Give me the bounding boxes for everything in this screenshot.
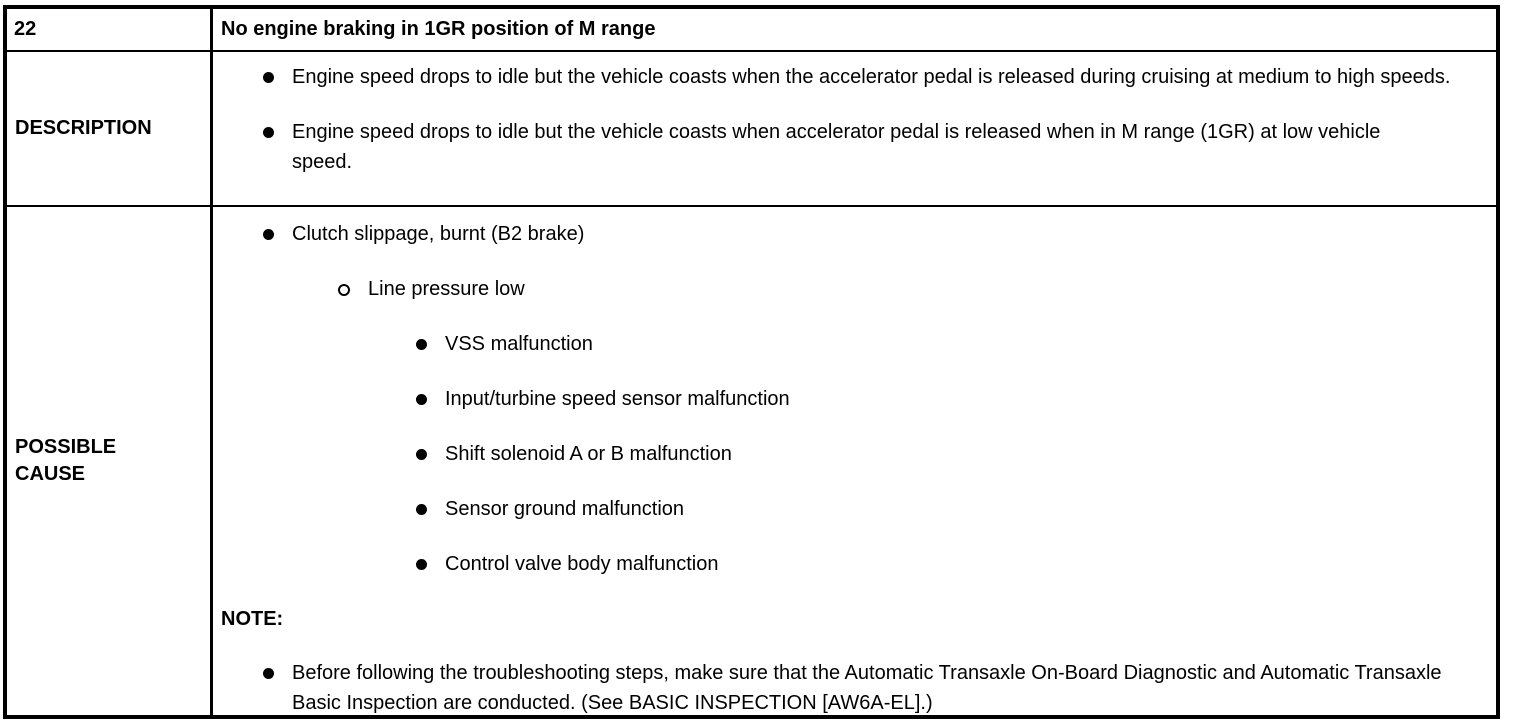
description-label-cell: DESCRIPTION	[7, 52, 213, 207]
bullet-icon	[416, 504, 427, 515]
list-item: Shift solenoid A or B malfunction	[416, 439, 1486, 469]
list-item: Clutch slippage, burnt (B2 brake)	[263, 219, 1486, 249]
possible-cause-content-cell: Clutch slippage, burnt (B2 brake) Line p…	[213, 207, 1496, 715]
list-item: Control valve body malfunction	[416, 549, 1486, 579]
description-label: DESCRIPTION	[15, 117, 152, 139]
bullet-icon	[263, 72, 274, 83]
list-item-text: Sensor ground malfunction	[445, 498, 685, 520]
possible-cause-label: POSSIBLE CAUSE	[15, 436, 117, 485]
list-item-text: Before following the troubleshooting ste…	[292, 662, 1442, 714]
list-item-text: Shift solenoid A or B malfunction	[445, 443, 732, 465]
note-label: NOTE:	[221, 608, 284, 630]
bullet-icon	[416, 339, 427, 350]
list-item: Engine speed drops to idle but the vehic…	[263, 62, 1486, 92]
bullet-icon	[263, 668, 274, 679]
circle-icon	[338, 284, 350, 296]
troubleshooting-table: 22 No engine braking in 1GR position of …	[3, 5, 1500, 719]
item-number-cell: 22	[7, 9, 213, 52]
bullet-icon	[263, 229, 274, 240]
possible-cause-label-cell: POSSIBLE CAUSE	[7, 207, 213, 715]
list-item: Sensor ground malfunction	[416, 494, 1486, 524]
list-item-text: Input/turbine speed sensor malfunction	[445, 388, 790, 410]
list-item: Input/turbine speed sensor malfunction	[416, 384, 1486, 414]
bullet-icon	[263, 127, 274, 138]
list-item-text: Engine speed drops to idle but the vehic…	[292, 66, 1451, 88]
list-item: Line pressure low	[338, 274, 1486, 304]
bullet-icon	[416, 559, 427, 570]
list-item: Before following the troubleshooting ste…	[263, 658, 1486, 715]
list-item-text: VSS malfunction	[445, 333, 593, 355]
list-item: VSS malfunction	[416, 329, 1486, 359]
description-content-cell: Engine speed drops to idle but the vehic…	[213, 52, 1496, 207]
symptom-title-cell: No engine braking in 1GR position of M r…	[213, 9, 1496, 52]
list-item: Engine speed drops to idle but the vehic…	[263, 117, 1486, 177]
list-item-text: Engine speed drops to idle but the vehic…	[292, 121, 1381, 173]
bullet-icon	[416, 394, 427, 405]
list-item-text: Clutch slippage, burnt (B2 brake)	[292, 223, 585, 245]
bullet-icon	[416, 449, 427, 460]
list-item-text: Control valve body malfunction	[445, 553, 719, 575]
list-item-text: Line pressure low	[368, 278, 525, 300]
